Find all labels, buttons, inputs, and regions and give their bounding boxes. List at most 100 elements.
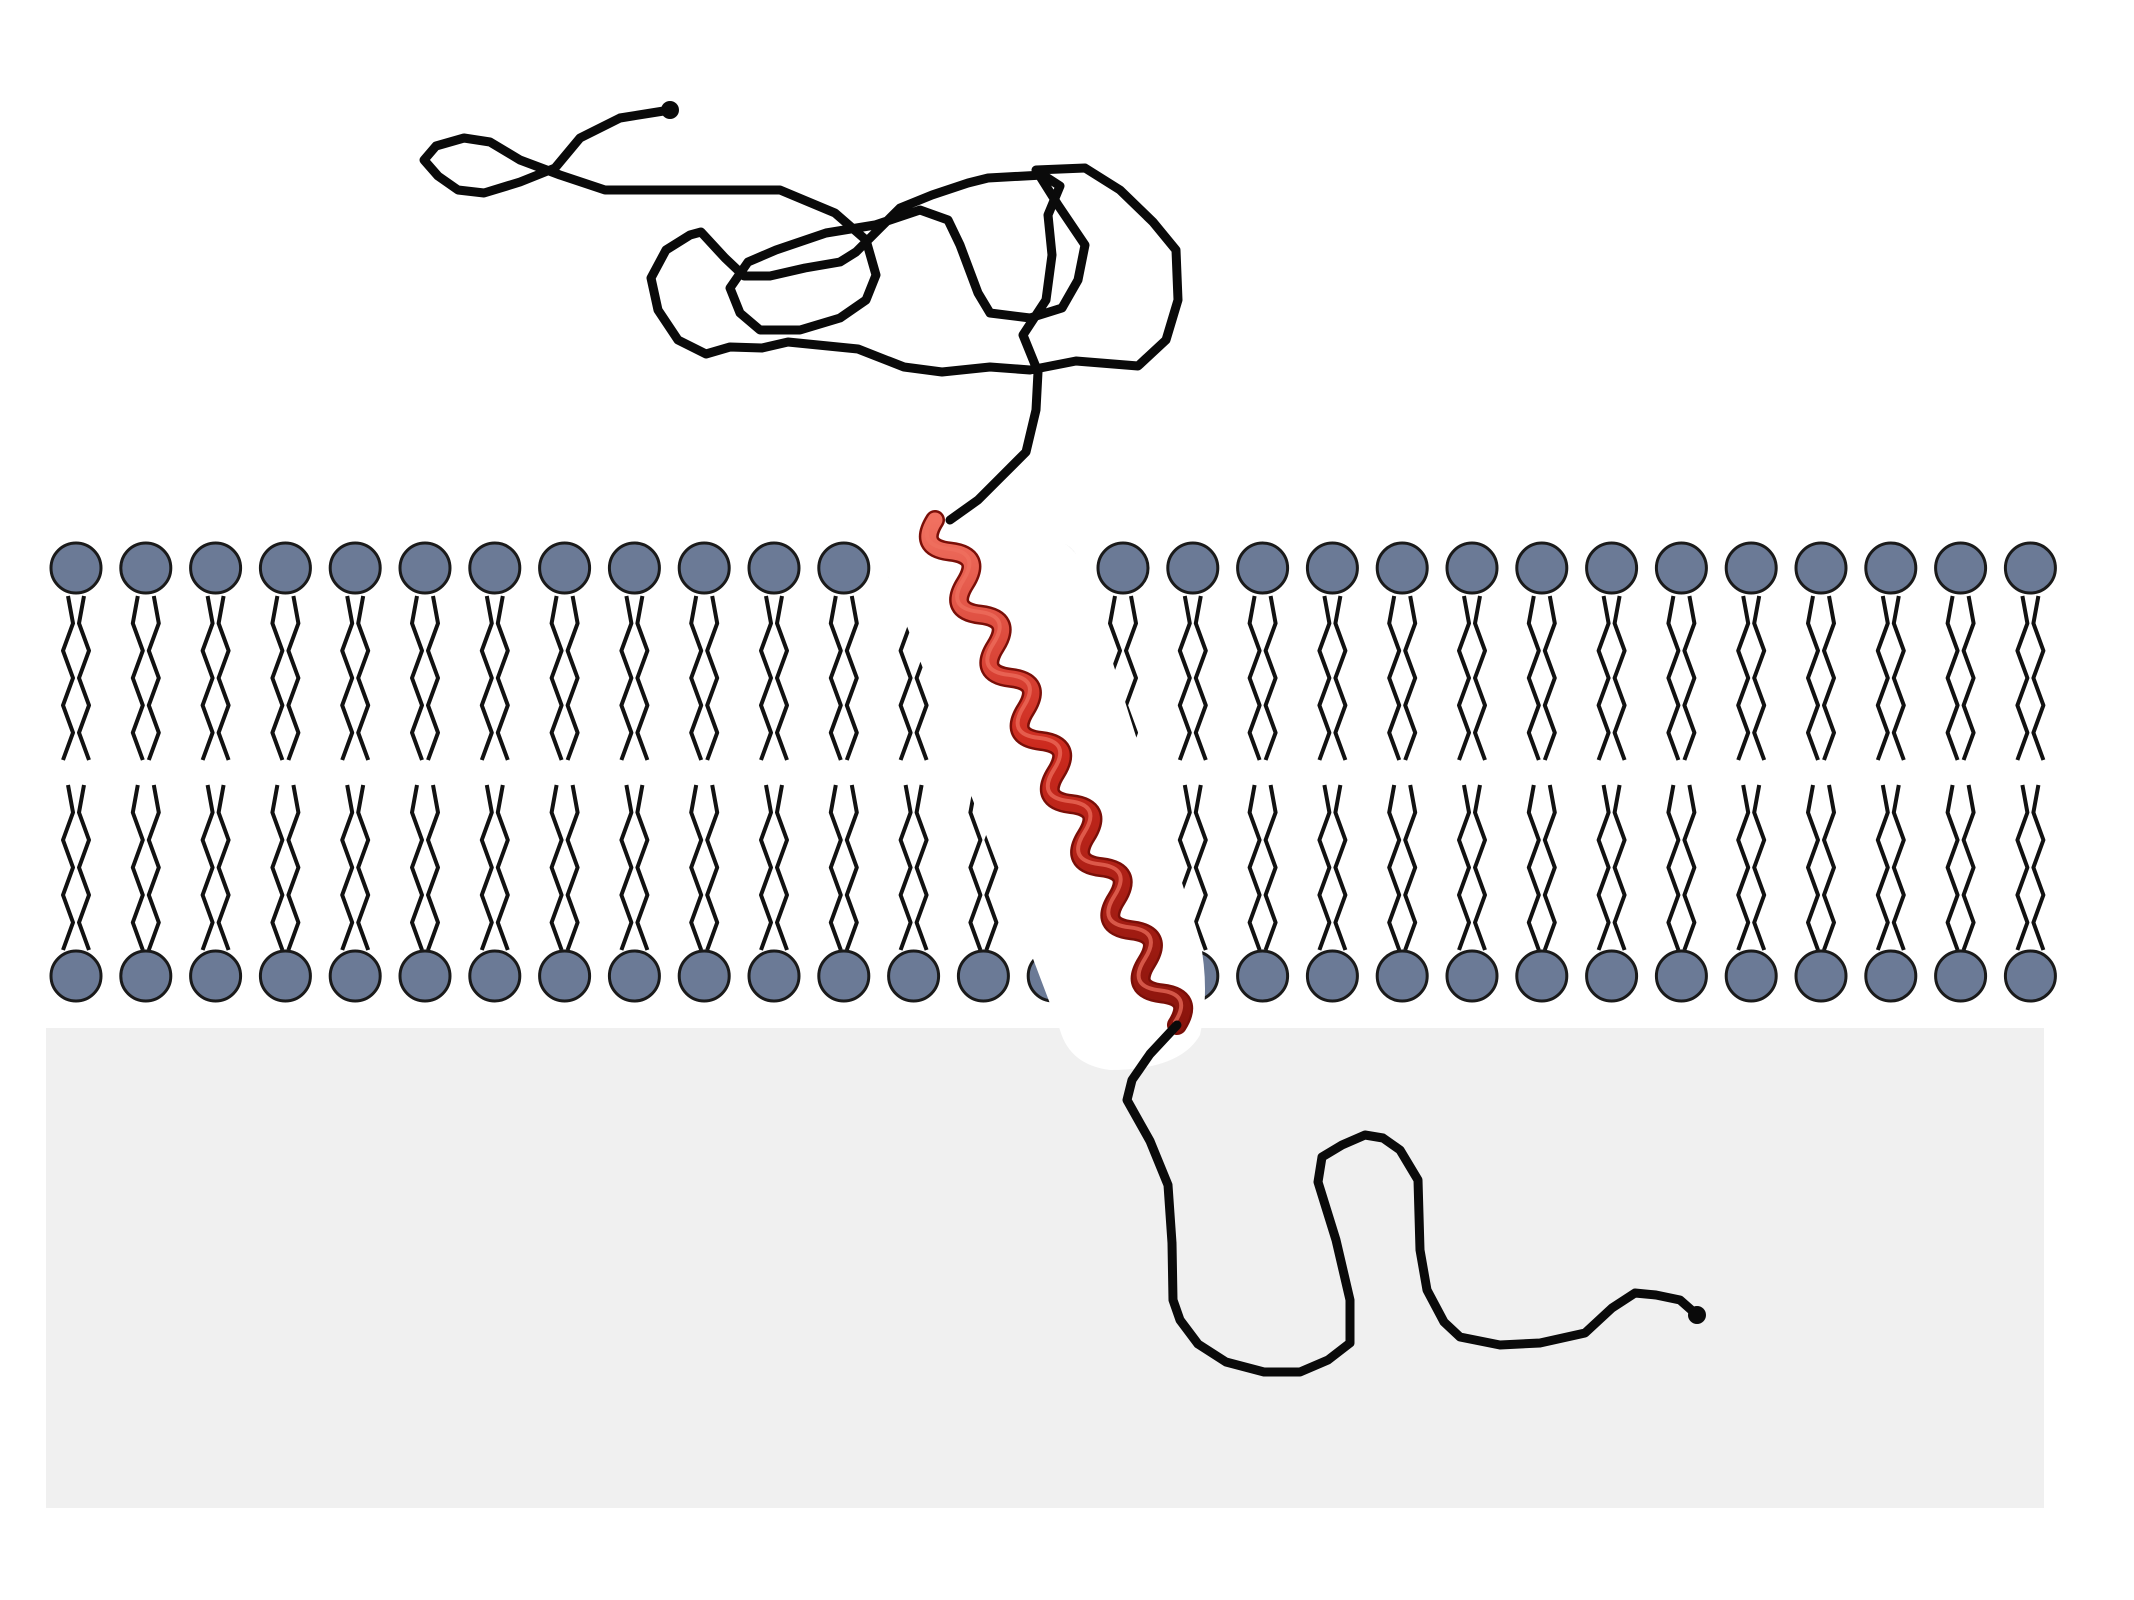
lipid-tail (77, 595, 91, 761)
lipid-head (1375, 949, 1429, 1003)
lipid-tail (1666, 784, 1681, 951)
lipid-head (1864, 949, 1918, 1003)
lipid-tail (1891, 784, 1906, 951)
lipid-tail (1682, 595, 1697, 761)
lipid-head (1794, 541, 1848, 595)
lipid-tail (619, 595, 634, 761)
lipid-tail (1612, 784, 1627, 951)
lipid-head (607, 949, 661, 1003)
lipid-tail (828, 784, 843, 951)
lipid-head (1445, 541, 1499, 595)
lipid-tail (1596, 595, 1611, 761)
lipid-tail (1263, 595, 1278, 761)
outer-leaflet (49, 541, 2057, 761)
lipid-head (328, 949, 382, 1003)
lipid-tail (844, 784, 859, 951)
lipid-tail (619, 784, 634, 951)
lipid-head (468, 541, 522, 595)
lipid-tail (1542, 784, 1557, 951)
lipid-tail (2031, 784, 2046, 951)
lipid-head (2003, 949, 2057, 1003)
lipid-tail (270, 595, 285, 761)
lipid-tail (200, 784, 215, 951)
lipid-tail (356, 595, 371, 761)
lipid-tail (1961, 595, 1976, 761)
lipid-head (1375, 541, 1429, 595)
lipid-tail (705, 784, 720, 951)
lipid-head (119, 949, 173, 1003)
lipid-head (328, 541, 382, 595)
lipid-tail (1822, 595, 1836, 761)
lipid-head (1445, 949, 1499, 1003)
lipid-head (1305, 949, 1359, 1003)
lipid-tail (410, 595, 424, 761)
lipid-tail (270, 784, 285, 951)
lipid-tail (286, 784, 301, 951)
lipid-tail (2015, 595, 2030, 761)
lipid-tail (495, 784, 510, 951)
lipid-tail (200, 595, 215, 761)
lipid-tail (1473, 595, 1487, 761)
lipid-tail (216, 784, 231, 951)
transmembrane-alpha-helix (918, 510, 1194, 1035)
lipid-head (1654, 541, 1708, 595)
lipid-head (956, 949, 1010, 1003)
lipid-tail (426, 595, 440, 761)
lipid-head (747, 949, 801, 1003)
lipid-tail (1193, 595, 1208, 761)
lipid-tail (1403, 784, 1418, 951)
cytoplasmic-tail (1122, 1020, 1702, 1377)
lipid-tail (2031, 595, 2046, 761)
lipid-tail (410, 784, 424, 951)
lipid-tail (1403, 595, 1418, 761)
extracellular-domain (419, 105, 1183, 525)
lipid-head (1515, 949, 1569, 1003)
lipid-tail (549, 595, 564, 761)
lipid-tail (1752, 595, 1767, 761)
lipid-tail (1526, 784, 1541, 951)
lipid-tail (479, 595, 494, 761)
lipid-tail (635, 595, 650, 761)
lipid-tail (1526, 595, 1541, 761)
lipid-tail (635, 784, 650, 951)
lipid-tail (1247, 784, 1262, 951)
lipid-tail (61, 595, 75, 761)
lipid-tail (216, 595, 231, 761)
lipid-head (1654, 949, 1708, 1003)
lipid-head (468, 949, 522, 1003)
lipid-tail (2015, 784, 2030, 951)
lipid-tail (1247, 595, 1262, 761)
lipid-tail (1542, 595, 1557, 761)
lipid-tail (1124, 595, 1138, 761)
lipid-head (677, 541, 731, 595)
lipid-head (258, 949, 312, 1003)
lipid-tail (844, 595, 859, 761)
lipid-tail (286, 595, 301, 761)
lipid-head (817, 541, 871, 595)
lipid-tail (1596, 784, 1611, 951)
lipid-head (49, 541, 103, 595)
lipid-tail (1473, 784, 1487, 951)
lipid-head (398, 949, 452, 1003)
lipid-tail (1457, 595, 1471, 761)
lipid-tail (968, 784, 983, 951)
lipid-head (747, 541, 801, 595)
lipid-tail (1177, 595, 1192, 761)
n-terminus-dot (661, 101, 679, 119)
lipid-tail (1736, 595, 1751, 761)
lipid-tail (146, 595, 161, 761)
lipid-tail (1961, 784, 1976, 951)
lipid-tail (426, 784, 440, 951)
lipid-tail (130, 595, 145, 761)
lipid-tail (1333, 784, 1348, 951)
c-terminus-dot (1688, 1306, 1706, 1324)
lipid-tail (914, 784, 929, 951)
lipid-head (1864, 541, 1918, 595)
lipid-tail (1612, 595, 1627, 761)
lipid-tail (1666, 595, 1681, 761)
lipid-tail (759, 784, 773, 951)
lipid-head (1794, 949, 1848, 1003)
lipid-tail (340, 784, 355, 951)
lipid-head (1724, 949, 1778, 1003)
